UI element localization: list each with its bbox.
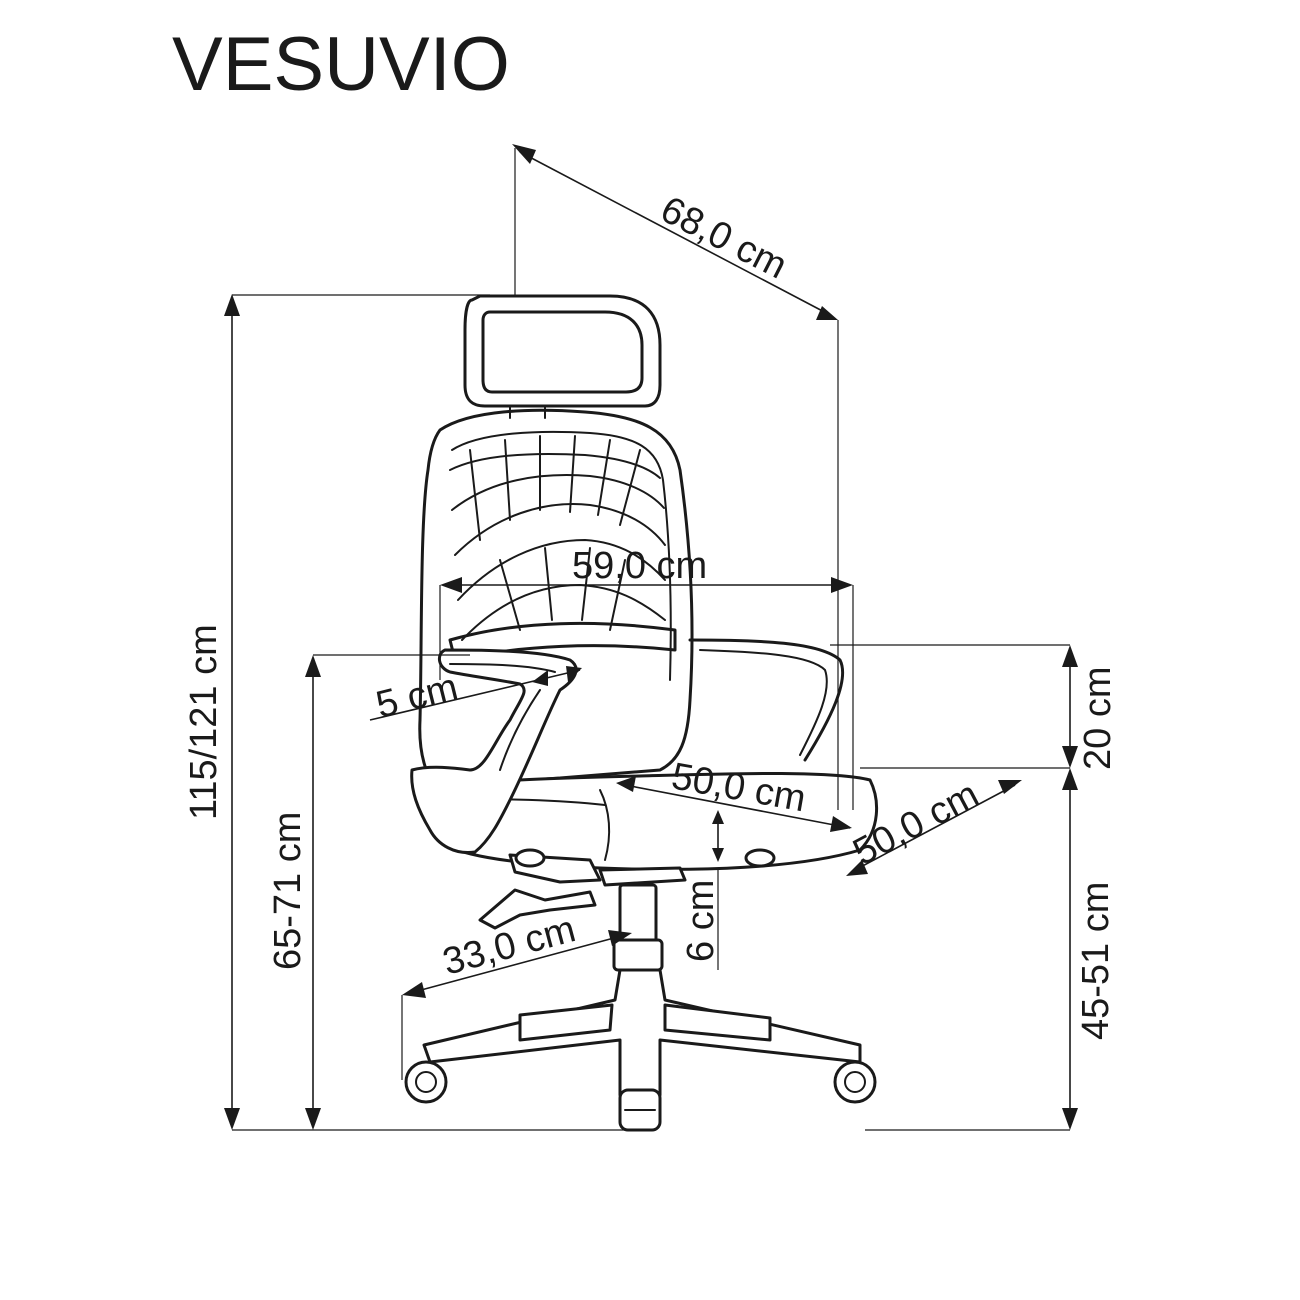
seat-thickness-label: 6 cm xyxy=(680,880,722,962)
armrest-width-label: 5 cm xyxy=(372,666,462,727)
product-title: VESUVIO xyxy=(172,22,510,107)
total-height-label: 115/121 cm xyxy=(183,624,225,820)
diagonal-depth-label: 68,0 cm xyxy=(654,189,794,288)
gas-cylinder xyxy=(612,883,664,972)
base xyxy=(404,848,877,1132)
backrest-height-label: 20 cm xyxy=(1077,667,1119,770)
backrest xyxy=(418,408,694,802)
dimension-lines xyxy=(224,144,1078,1131)
headrest xyxy=(463,294,662,419)
armrest-height-label: 65-71 cm xyxy=(267,812,309,970)
chair-drawing xyxy=(404,294,879,1132)
seat-width-label: 59,0 cm xyxy=(572,545,707,587)
seat-height-label: 45-51 cm xyxy=(1075,882,1117,1040)
